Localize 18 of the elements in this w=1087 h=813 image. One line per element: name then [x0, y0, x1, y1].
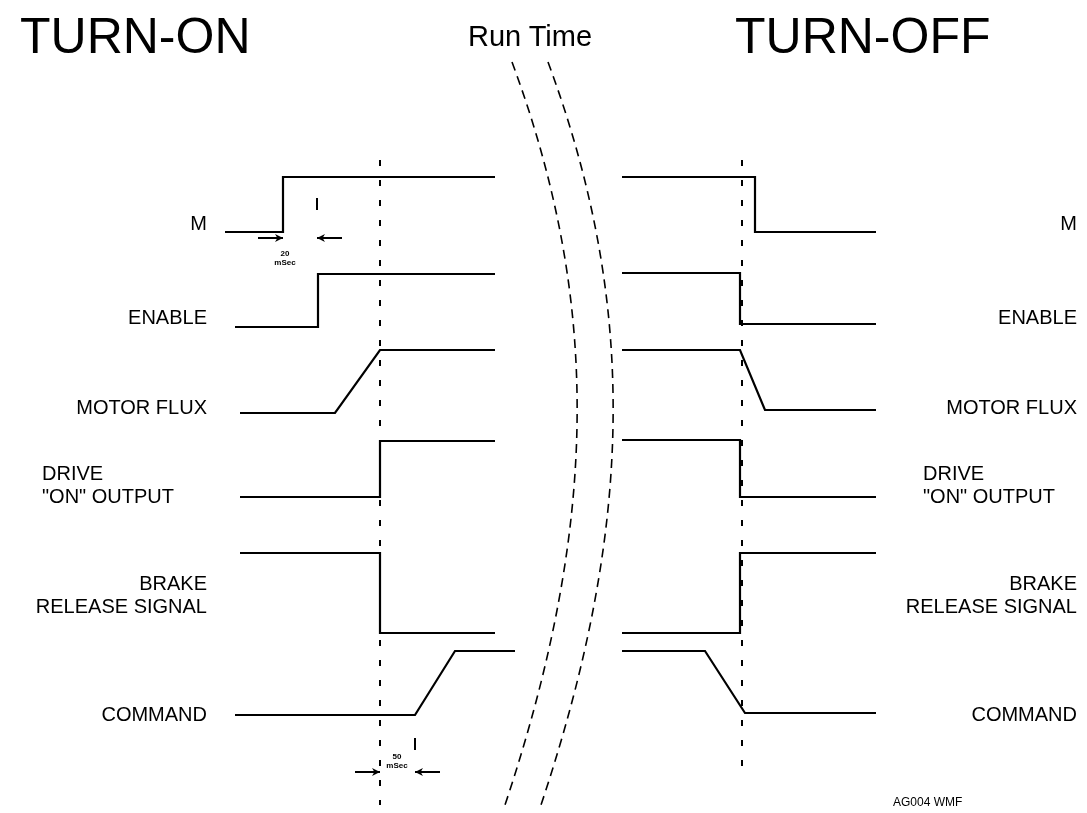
signal-name: DRIVE "ON" OUTPUT: [42, 462, 174, 508]
section-title: TURN-OFF: [735, 8, 991, 66]
signal-name: COMMAND: [971, 703, 1077, 726]
signal-name: COMMAND: [101, 703, 207, 726]
signal-name: BRAKE RELEASE SIGNAL: [905, 572, 1077, 618]
dimension-label: 20 mSec: [273, 250, 297, 268]
dimension-label: 50 mSec: [385, 753, 409, 771]
signal-name: ENABLE: [998, 306, 1077, 329]
section-title: TURN-ON: [20, 8, 251, 66]
signal-name: M: [190, 212, 207, 235]
signal-name: ENABLE: [128, 306, 207, 329]
signal-name: BRAKE RELEASE SIGNAL: [35, 572, 207, 618]
figure-code: AG004 WMF: [893, 796, 963, 810]
signal-name: MOTOR FLUX: [946, 396, 1077, 419]
signal-name: MOTOR FLUX: [76, 396, 207, 419]
section-label: Run Time: [468, 20, 593, 54]
signal-name: DRIVE "ON" OUTPUT: [923, 462, 1055, 508]
signal-name: M: [1060, 212, 1077, 235]
